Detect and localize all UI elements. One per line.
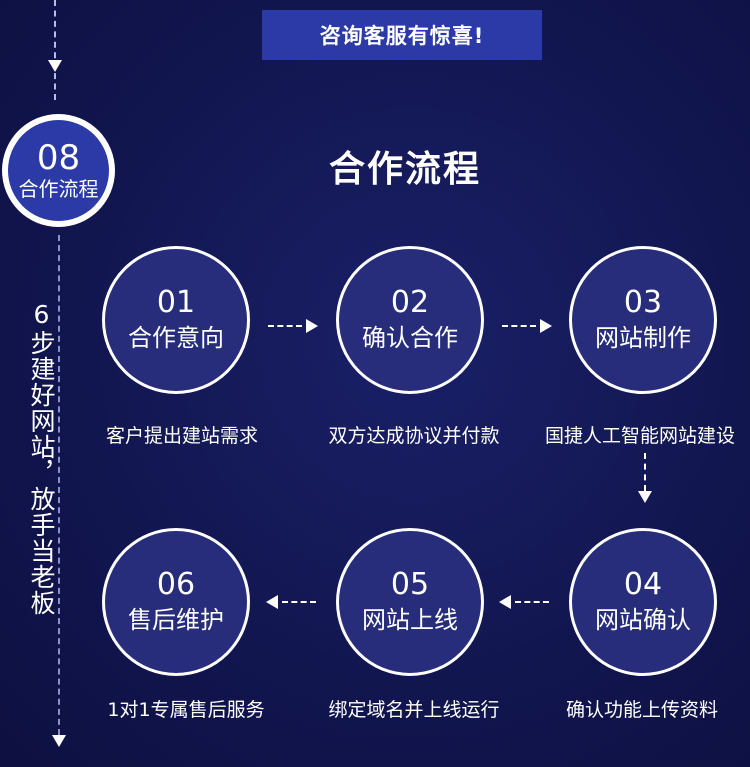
down-arrow-icon [638,453,652,505]
step-name: 确认合作 [362,324,458,352]
step-number: 05 [390,567,430,602]
step-number: 02 [390,285,430,320]
step-name: 合作意向 [128,324,224,352]
step-desc-01: 客户提出建站需求 [105,425,258,447]
right-arrow-icon [268,319,320,333]
consult-banner[interactable]: 咨询客服有惊喜! [262,10,542,60]
step-name: 网站制作 [595,324,691,352]
step-desc-02: 双方达成协议并付款 [328,425,500,447]
side-dashed-line-top [54,0,56,100]
step-circle-05: 05 网站上线 [336,528,484,676]
step-name: 网站确认 [595,606,691,634]
section-step-badge: 08 合作流程 [2,114,115,227]
step-circle-02: 02 确认合作 [336,246,484,394]
step-circle-04: 04 网站确认 [569,528,717,676]
step-circle-06: 06 售后维护 [102,528,250,676]
vertical-slogan: 6步建好网站，放手当老板 [27,300,56,616]
step-name: 网站上线 [362,606,458,634]
step-circle-03: 03 网站制作 [569,246,717,394]
step-desc-05: 绑定域名并上线运行 [328,699,500,721]
step-desc-04: 确认功能上传资料 [565,699,718,721]
section-step-number: 08 [36,137,81,178]
consult-banner-text: 咨询客服有惊喜! [319,24,485,48]
section-step-badge-inner: 08 合作流程 [8,120,109,221]
step-circle-01: 01 合作意向 [102,246,250,394]
left-arrow-icon [499,595,551,609]
side-bottom-arrow-icon [52,735,66,747]
page-title: 合作流程 [328,149,481,190]
side-down-arrow-icon [48,60,62,72]
step-number: 01 [156,285,196,320]
step-desc-06: 1对1专属售后服务 [107,699,265,721]
step-number: 06 [156,567,196,602]
step-desc-03: 国捷人工智能网站建设 [544,425,735,447]
left-arrow-icon [266,595,318,609]
step-number: 04 [623,567,663,602]
step-number: 03 [623,285,663,320]
right-arrow-icon [502,319,554,333]
step-name: 售后维护 [128,606,224,634]
side-dashed-line [58,235,60,735]
section-step-label: 合作流程 [18,176,99,201]
